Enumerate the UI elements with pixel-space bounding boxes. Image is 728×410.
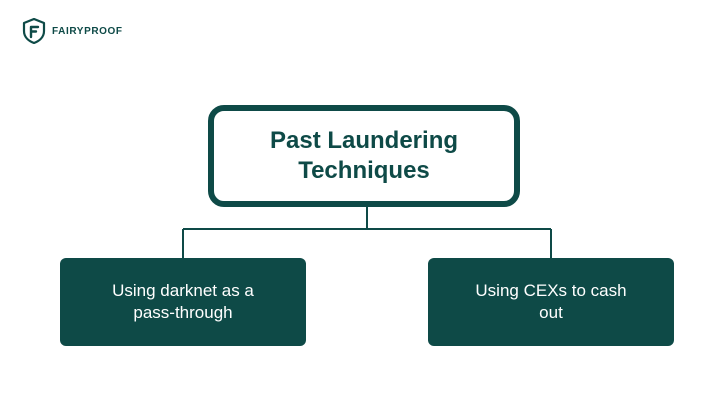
child-node-label: Using darknet as a pass-through [112,281,254,322]
fairyproof-shield-icon [22,18,46,44]
brand-name: FAIRYPROOF [52,25,123,37]
root-node: Past Laundering Techniques [208,105,520,207]
brand-logo: FAIRYPROOF [22,18,123,44]
root-node-title: Past Laundering Techniques [269,127,459,184]
child-node-label: Using CEXs to cash out [475,281,627,322]
child-node-cex: Using CEXs to cash out [428,258,674,346]
child-node-darknet: Using darknet as a pass-through [60,258,306,346]
